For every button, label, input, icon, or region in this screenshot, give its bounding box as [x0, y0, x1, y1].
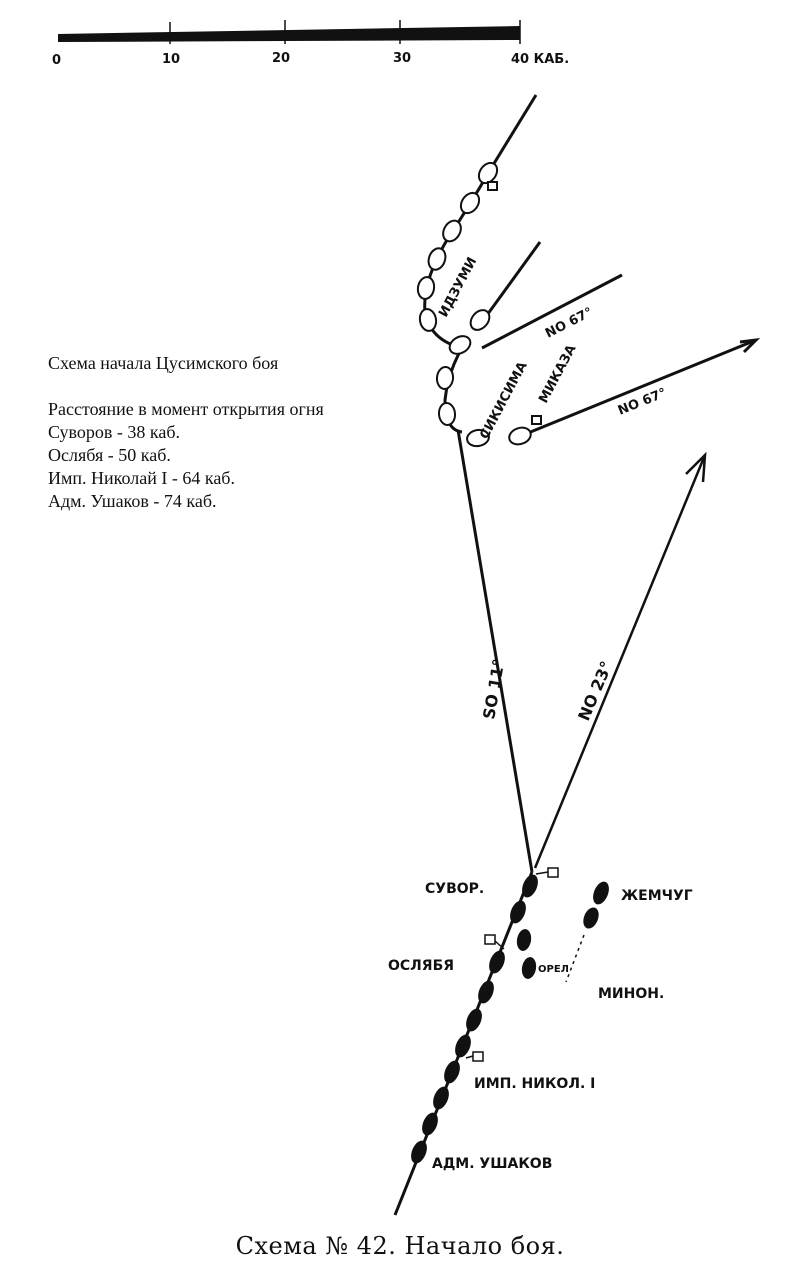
info-line-suvorov: Суворов - 38 каб.	[48, 422, 181, 442]
japanese-ship	[418, 308, 438, 332]
flag-staff	[535, 871, 549, 875]
distance-scale: 0 10 20 30 40 КАБ.	[52, 20, 569, 68]
russian-flag-markers	[465, 867, 559, 1062]
nikolai-ship	[444, 1060, 460, 1084]
japanese-ship	[448, 335, 472, 355]
so-11-track	[456, 429, 534, 873]
battle-info-block: Схема начала Цусимского боя Расстояние в…	[48, 352, 324, 513]
info-line-oslyabya: Ослябя - 50 каб.	[48, 445, 171, 465]
russian-ship	[466, 1008, 482, 1032]
russian-ship	[510, 900, 526, 924]
flag-marker	[487, 181, 498, 191]
russian-ship	[478, 980, 494, 1004]
no-23-arrow	[685, 451, 707, 483]
russian-ship	[455, 1034, 471, 1058]
mikasa-arrow	[739, 337, 761, 354]
ushakov-label: АДМ. УШАКОВ	[432, 1156, 552, 1172]
zhemchug-label: ЖЕМЧУГ	[621, 888, 693, 904]
second-course-track	[533, 451, 707, 869]
info-title: Схема начала Цусимского боя	[48, 353, 279, 373]
russian-ship	[433, 1086, 449, 1110]
japanese-ship	[416, 276, 436, 300]
orel-label: ОРЕЛ	[538, 964, 569, 975]
scale-bar	[58, 26, 520, 42]
scale-label-0: 0	[52, 53, 61, 68]
japanese-ships	[416, 161, 542, 448]
flag-marker	[472, 1051, 484, 1062]
info-line-nikolai: Имп. Николай I - 64 каб.	[48, 468, 235, 488]
idzumi-track	[480, 241, 542, 323]
suvorov-ship	[522, 874, 538, 898]
japanese-ship	[435, 366, 455, 390]
nikolai-label: ИМП. НИКОЛ. I	[474, 1076, 595, 1092]
figure-caption: Схема № 42. Начало боя.	[235, 1232, 565, 1260]
info-line-ushakov: Адм. Ушаков - 74 каб.	[48, 491, 217, 511]
flag-staff	[494, 940, 505, 950]
russian-ships	[411, 874, 609, 1164]
info-subtitle: Расстояние в момент открытия огня	[48, 399, 324, 419]
shikishima-ship	[466, 428, 490, 448]
zhemchug-ship	[593, 881, 609, 905]
scale-label-20: 20	[272, 51, 290, 66]
scale-label-30: 30	[393, 51, 411, 66]
russian-ship	[422, 1112, 438, 1136]
scale-label-10: 10	[162, 52, 180, 67]
course-lower-label: NO 67°	[616, 386, 669, 419]
mikasa-label: МИКАЗА	[536, 342, 579, 405]
shikishima-track	[481, 273, 623, 350]
russian-course-track	[393, 429, 534, 1216]
minon-label: МИНОН.	[598, 986, 664, 1002]
oslyabya-ship	[489, 950, 505, 974]
mikasa-ship	[508, 426, 532, 446]
idzumi-ship	[469, 309, 491, 331]
minon-ship	[583, 907, 599, 929]
no-23-track	[533, 454, 707, 869]
second-course-label: NO 23°	[574, 658, 616, 723]
flag-marker	[547, 867, 559, 878]
flag-marker	[531, 415, 542, 425]
oslyabya-label: ОСЛЯБЯ	[388, 958, 454, 974]
japanese-ship	[442, 219, 462, 243]
russian-ship	[516, 929, 532, 951]
flag-marker	[484, 934, 496, 945]
japanese-ship	[477, 161, 499, 185]
japanese-ship	[459, 191, 481, 215]
suvorov-label: СУВОР.	[425, 881, 484, 897]
orel-ship	[521, 957, 537, 979]
japanese-approach-track	[488, 94, 538, 171]
scale-label-40: 40 КАБ.	[511, 52, 569, 67]
info-spacer	[48, 375, 324, 398]
japanese-ship	[427, 247, 447, 271]
japanese-ship	[437, 402, 457, 426]
cruiser-dotted-line	[565, 934, 585, 983]
ushakov-ship	[411, 1140, 427, 1164]
flag-staff	[465, 1055, 474, 1059]
mikasa-track	[527, 338, 757, 435]
